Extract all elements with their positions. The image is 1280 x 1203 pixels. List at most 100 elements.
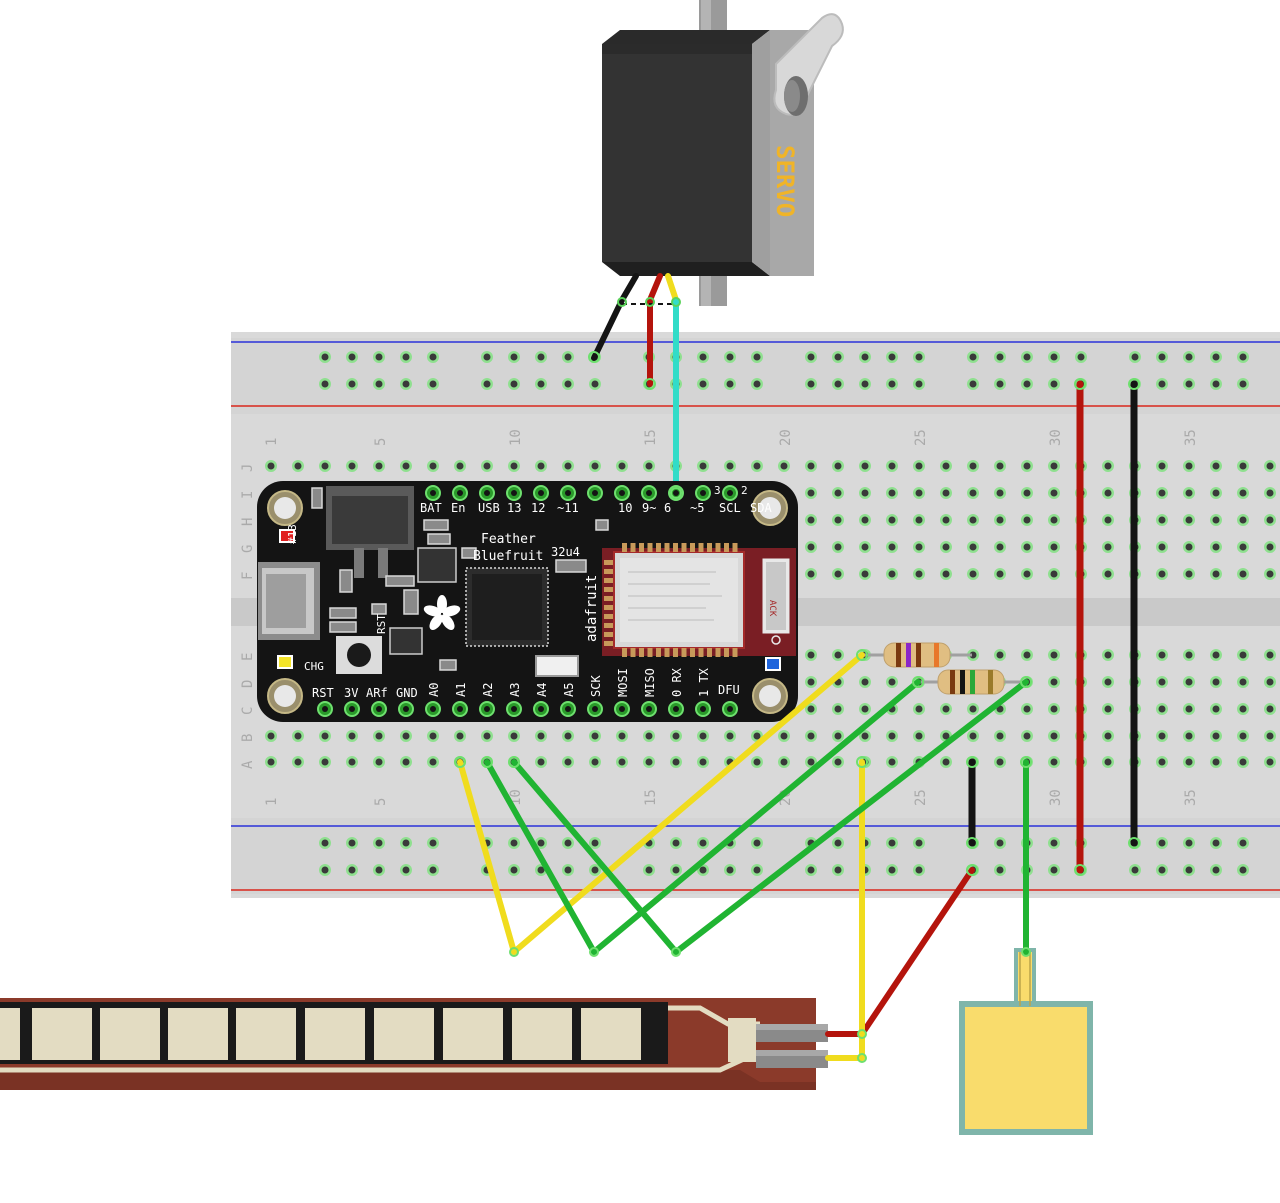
- flex-segment: [305, 1008, 365, 1060]
- top-pin-label: ~11: [557, 501, 579, 515]
- label-feather: Feather: [481, 532, 536, 547]
- power-rail-hole: [832, 864, 844, 876]
- breadboard-hole: [859, 730, 871, 742]
- power-rail-hole: [1048, 864, 1060, 876]
- power-rail-hole: [373, 864, 385, 876]
- row-letter-E: E: [240, 653, 256, 661]
- breadboard-hole: [1237, 487, 1249, 499]
- breadboard-hole: [1210, 730, 1222, 742]
- power-rail-hole: [805, 864, 817, 876]
- power-rail-hole: [1048, 351, 1060, 363]
- power-rail-hole: [1183, 864, 1195, 876]
- breadboard-hole: [1237, 756, 1249, 768]
- row-letter-G: G: [240, 545, 256, 553]
- breadboard-hole: [913, 703, 925, 715]
- breadboard-hole: [1156, 568, 1168, 580]
- power-rail-hole: [994, 351, 1006, 363]
- power-rail-hole: [1210, 864, 1222, 876]
- breadboard-hole: [1102, 730, 1114, 742]
- power-rail-hole: [832, 351, 844, 363]
- power-rail-hole: [886, 837, 898, 849]
- power-rail-hole: [1075, 351, 1087, 363]
- power-rail-hole: [913, 378, 925, 390]
- col-number-15-top: 15: [643, 429, 659, 446]
- breadboard-hole: [535, 730, 547, 742]
- breadboard-hole: [1156, 703, 1168, 715]
- breadboard-hole: [1237, 703, 1249, 715]
- label-chg: CHG: [304, 660, 324, 673]
- power-rail-hole: [805, 378, 817, 390]
- power-rail-hole: [562, 837, 574, 849]
- breadboard-hole: [859, 487, 871, 499]
- bottom-pin-label: RST: [312, 686, 334, 700]
- breadboard-hole: [1183, 756, 1195, 768]
- breadboard-hole: [778, 756, 790, 768]
- breadboard-hole: [940, 703, 952, 715]
- bottom-pin-label: A2: [481, 683, 495, 697]
- breadboard-hole: [1237, 460, 1249, 472]
- power-rail-hole: [1156, 864, 1168, 876]
- led-13-red: [279, 529, 295, 543]
- bottom-pin-label: GND: [396, 686, 418, 700]
- breadboard-hole: [1048, 730, 1060, 742]
- power-rail-hole: [589, 378, 601, 390]
- top-pin-label: SDA: [750, 501, 772, 515]
- breadboard-hole: [913, 487, 925, 499]
- breadboard-hole: [940, 568, 952, 580]
- breadboard-hole: [589, 756, 601, 768]
- top-pin-label: 9~: [642, 501, 656, 515]
- power-rail-hole: [697, 837, 709, 849]
- power-rail-hole: [346, 864, 358, 876]
- power-rail-hole: [400, 864, 412, 876]
- breadboard-hole: [1237, 649, 1249, 661]
- breadboard-hole: [859, 676, 871, 688]
- breadboard-hole: [1264, 676, 1276, 688]
- breadboard-hole: [1237, 568, 1249, 580]
- reset-button: [347, 643, 371, 667]
- breadboard-hole: [967, 541, 979, 553]
- breadboard-hole: [670, 756, 682, 768]
- power-rail-hole: [1129, 864, 1141, 876]
- servo-wire-red: [647, 273, 663, 387]
- power-rail-hole: [319, 378, 331, 390]
- breadboard-hole: [1048, 568, 1060, 580]
- breadboard-hole: [1210, 460, 1222, 472]
- breadboard-hole: [292, 756, 304, 768]
- breadboard-hole: [400, 730, 412, 742]
- col-number-15-bottom: 15: [643, 789, 659, 806]
- breadboard-hole: [886, 756, 898, 768]
- power-rail-hole: [508, 837, 520, 849]
- label-32u4: 32u4: [551, 545, 580, 559]
- breadboard-hole: [1048, 703, 1060, 715]
- breadboard-hole: [319, 756, 331, 768]
- breadboard-hole: [886, 541, 898, 553]
- breadboard-hole: [994, 460, 1006, 472]
- breadboard-hole: [967, 703, 979, 715]
- breadboard-hole: [886, 676, 898, 688]
- breadboard-hole: [805, 514, 817, 526]
- power-rail-hole: [319, 864, 331, 876]
- breadboard-hole: [967, 487, 979, 499]
- breadboard-hole: [535, 756, 547, 768]
- resistor-2: [918, 669, 1026, 695]
- breadboard-hole: [1210, 703, 1222, 715]
- breadboard-hole: [913, 460, 925, 472]
- breadboard-hole: [832, 756, 844, 768]
- breadboard-hole: [265, 730, 277, 742]
- breadboard-hole: [940, 756, 952, 768]
- flex-segment: [236, 1008, 296, 1060]
- breadboard-hole: [940, 514, 952, 526]
- power-rail-hole: [1156, 378, 1168, 390]
- power-rail-hole: [994, 864, 1006, 876]
- breadboard-hole: [427, 756, 439, 768]
- breadboard-hole: [805, 487, 817, 499]
- breadboard-hole: [859, 460, 871, 472]
- power-rail-hole: [589, 864, 601, 876]
- flex-segment: [0, 1008, 20, 1060]
- breadboard-hole: [994, 756, 1006, 768]
- wire-green-a3: [511, 679, 1029, 955]
- breadboard-hole: [886, 568, 898, 580]
- breadboard-hole: [1156, 487, 1168, 499]
